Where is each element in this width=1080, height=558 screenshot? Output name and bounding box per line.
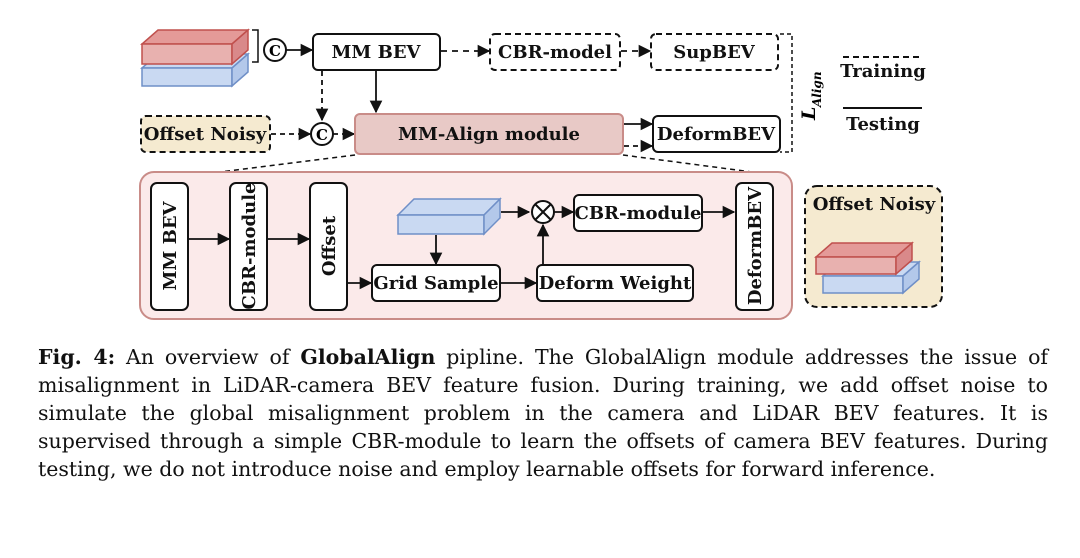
supbev-box: SupBEV: [650, 33, 779, 71]
svg-text:C: C: [316, 126, 328, 144]
legend-testing-label: Testing: [846, 114, 920, 135]
concat-symbol-middle: C: [310, 122, 334, 146]
svg-text:CBR-module: CBR-module: [575, 203, 702, 224]
svg-text:DeformBEV: DeformBEV: [657, 124, 776, 145]
svg-text:Deform Weight: Deform Weight: [539, 273, 692, 294]
detail-offset-box: Offset: [309, 182, 348, 311]
caption-text-2: pipline. The GlobalAlign module addresse…: [38, 345, 1048, 481]
grid-sample-box: Grid Sample: [371, 264, 501, 302]
caption-text-1: An overview of: [115, 345, 301, 369]
loss-align-label: L Align: [798, 71, 824, 121]
svg-text:Offset Noisy: Offset Noisy: [813, 194, 936, 215]
loss-bracket: [780, 33, 793, 153]
svg-text:Offset: Offset: [319, 215, 340, 276]
svg-text:MM BEV: MM BEV: [160, 200, 181, 290]
svg-text:Grid Sample: Grid Sample: [373, 273, 498, 294]
legend-training-label: Training: [840, 61, 926, 82]
legend: Training Testing: [840, 56, 926, 135]
svg-text:L: L: [798, 107, 820, 121]
offset-noisy-side-panel: Offset Noisy: [804, 185, 943, 308]
svg-text:Align: Align: [810, 71, 824, 108]
svg-text:Offset Noisy: Offset Noisy: [144, 124, 267, 145]
mm-align-module-box: MM-Align module: [354, 113, 624, 155]
camera-bev-slab-icon: [396, 197, 502, 236]
deformbev-box-top: DeformBEV: [652, 115, 781, 153]
svg-text:SupBEV: SupBEV: [673, 42, 756, 63]
deform-weight-box: Deform Weight: [536, 264, 694, 302]
detail-cbr-module-horizontal-box: CBR-module: [573, 194, 703, 232]
svg-text:CBR-model: CBR-model: [498, 42, 612, 63]
offset-noisy-box: Offset Noisy: [140, 115, 271, 153]
svg-text:DeformBEV: DeformBEV: [745, 186, 766, 305]
svg-text:MM-Align module: MM-Align module: [398, 124, 580, 145]
multiply-symbol: [531, 200, 555, 224]
detail-deformbev-box: DeformBEV: [735, 182, 774, 311]
caption-fig-label: Fig. 4:: [38, 345, 116, 369]
detail-mm-bev-box: MM BEV: [150, 182, 189, 311]
detail-cbr-module-vertical-box: CBR-module: [229, 182, 268, 311]
figure-caption: Fig. 4: An overview of GlobalAlign pipli…: [38, 343, 1048, 483]
svg-text:MM BEV: MM BEV: [331, 42, 421, 63]
caption-highlight: GlobalAlign: [300, 345, 436, 369]
mm-bev-box: MM BEV: [312, 33, 441, 71]
svg-text:CBR-module: CBR-module: [239, 183, 260, 310]
cbr-model-box: CBR-model: [489, 33, 621, 71]
input-bev-stack-icon: [140, 28, 259, 88]
concat-symbol-top: C: [263, 38, 287, 62]
svg-text:C: C: [269, 42, 281, 60]
